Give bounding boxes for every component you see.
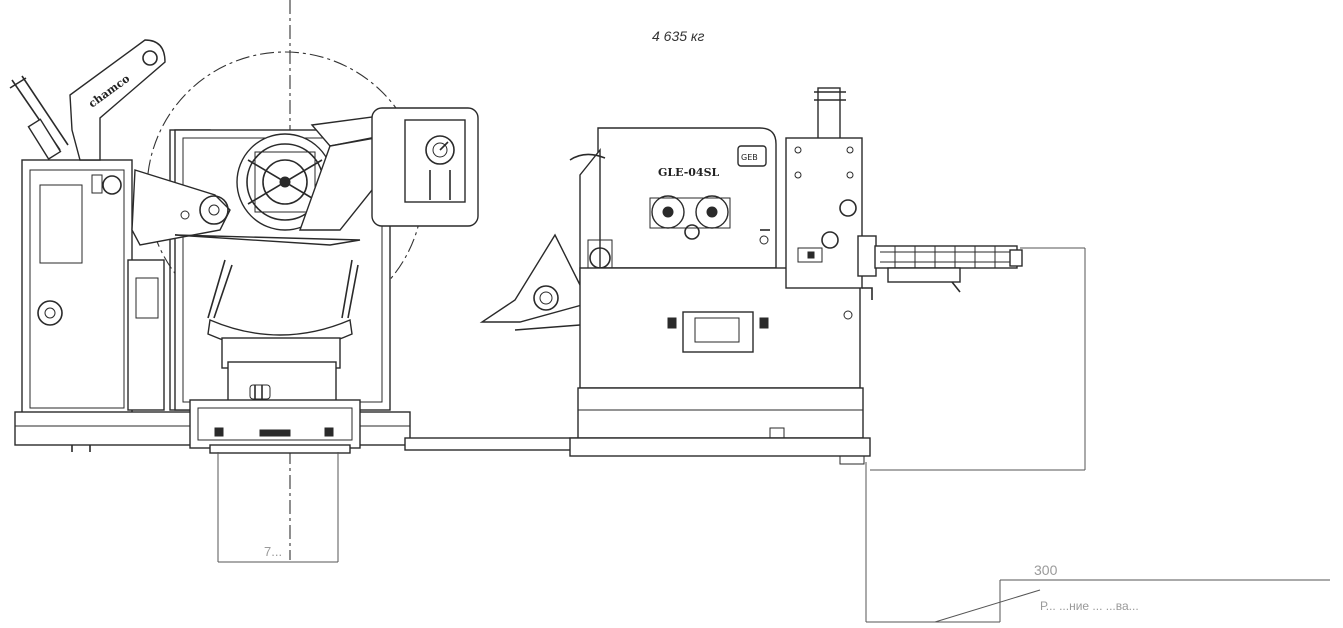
feeder-gauge-icon xyxy=(821,231,839,249)
dimension-value-text: 300 xyxy=(1034,562,1058,578)
weight-label: 4 635 кг xyxy=(652,28,705,44)
output-conveyor xyxy=(862,245,1023,300)
straightener-unit: GEB GLE-04SL xyxy=(479,87,1023,465)
badge-label: GEB xyxy=(741,153,758,162)
hydraulic-cylinder xyxy=(9,75,69,160)
pressure-gauge-icon xyxy=(425,135,455,165)
dimension-note-text: Р... ...ние ... ...ва... xyxy=(1040,599,1139,613)
dimension-left-text: 7... xyxy=(264,544,282,559)
decoiler-unit: chamco xyxy=(9,39,479,454)
dimension-lines xyxy=(217,247,1330,623)
swing-arm: chamco xyxy=(69,39,166,161)
model-label: GLE-04SL xyxy=(658,166,720,179)
connecting-rail xyxy=(404,437,578,451)
control-knob-icon xyxy=(37,300,63,326)
